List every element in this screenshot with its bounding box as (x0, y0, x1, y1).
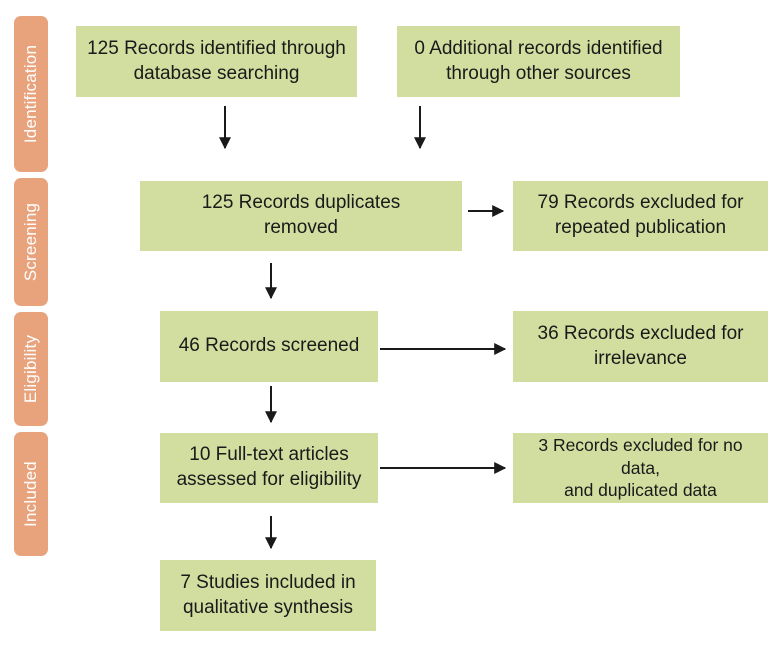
box-fulltext-assessed: 10 Full-text articles assessed for eligi… (160, 433, 378, 503)
box-studies-included-text: 7 Studies included in qualitative synthe… (180, 571, 356, 618)
phase-eligibility: Eligibility (14, 312, 48, 426)
phase-included: Included (14, 432, 48, 556)
box-excluded-no-data-text: 3 Records excluded for no data, and dupl… (538, 434, 743, 501)
box-records-screened: 46 Records screened (160, 311, 378, 382)
box-excluded-no-data: 3 Records excluded for no data, and dupl… (513, 433, 768, 503)
box-duplicates-removed: 125 Records duplicates removed (140, 181, 462, 251)
box-records-database: 125 Records identified through database … (76, 26, 357, 97)
box-records-other: 0 Additional records identified through … (397, 26, 680, 97)
box-records-screened-text: 46 Records screened (178, 335, 360, 357)
phase-identification: Identification (14, 16, 48, 172)
phase-screening: Screening (14, 178, 48, 306)
box-fulltext-assessed-text: 10 Full-text articles assessed for eligi… (176, 444, 362, 490)
box-excluded-irrelevance-text: 36 Records excluded for irrelevance (537, 322, 744, 369)
box-excluded-repeated: 79 Records excluded for repeated publica… (513, 181, 768, 251)
box-records-database-text: 125 Records identified through database … (87, 37, 346, 84)
box-records-other-text: 0 Additional records identified through … (414, 37, 663, 84)
box-excluded-irrelevance: 36 Records excluded for irrelevance (513, 311, 768, 382)
box-duplicates-removed-text: 125 Records duplicates removed (201, 192, 401, 238)
box-studies-included: 7 Studies included in qualitative synthe… (160, 560, 376, 631)
box-excluded-repeated-text: 79 Records excluded for repeated publica… (537, 192, 744, 238)
